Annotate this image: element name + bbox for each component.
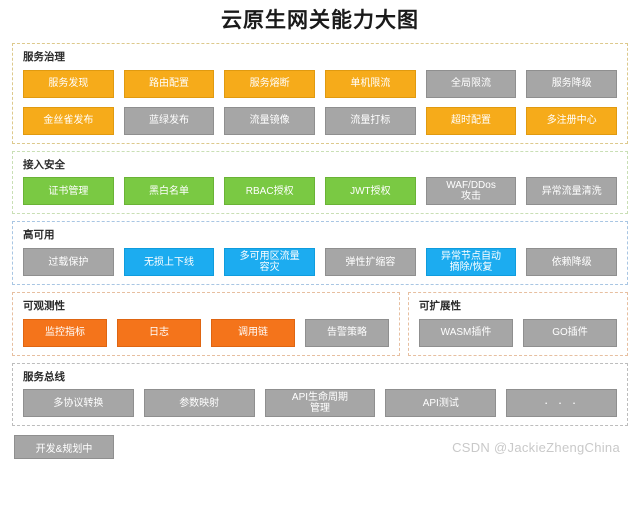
section-high-availability: 高可用过载保护无损上下线多可用区流量 容灾弹性扩缩容异常节点自动 摘除/恢复依赖… — [12, 221, 628, 286]
capability-chip[interactable]: WASM插件 — [419, 318, 513, 347]
capability-chip[interactable]: 依赖降级 — [526, 248, 618, 277]
capability-chip[interactable]: 蓝绿发布 — [123, 106, 215, 135]
section-service-bus: 服务总线多协议转换参数映射 API生命周期 管理 API测试 · · · — [12, 362, 628, 427]
capability-chip[interactable]: 多可用区流量 容灾 — [224, 248, 316, 277]
capability-chip[interactable]: GO插件 — [523, 318, 617, 347]
capability-chip[interactable]: 多协议转换 — [23, 389, 134, 418]
capability-chip[interactable]: 流量打标 — [325, 106, 416, 135]
capability-chip[interactable]: 路由配置 — [123, 69, 215, 98]
chip-row: 服务发现路由配置服务熔断单机限流全局限流服务降级 — [23, 69, 618, 98]
capability-chip[interactable]: 流量镜像 — [224, 106, 316, 135]
chip-row: 过载保护无损上下线多可用区流量 容灾弹性扩缩容异常节点自动 摘除/恢复依赖降级 — [23, 248, 618, 277]
capability-chip[interactable]: 证书管理 — [23, 177, 114, 206]
section-title-observability: 可观测性 — [23, 300, 65, 313]
section-extensibility: 可扩展性 WASM插件 GO插件 — [408, 292, 628, 356]
chip-row: 金丝雀发布蓝绿发布流量镜像流量打标超时配置多注册中心 — [23, 106, 618, 135]
section-title-service-governance: 服务治理 — [23, 51, 65, 64]
chip-row: 多协议转换参数映射 API生命周期 管理 API测试 · · · — [23, 389, 617, 418]
capability-chip[interactable]: 日志 — [117, 318, 201, 347]
watermark: CSDN @JackieZhengChina — [452, 439, 620, 455]
section-title-service-bus: 服务总线 — [23, 370, 65, 383]
split-row: 可观测性监控指标日志调用链告警策略 可扩展性 WASM插件 GO插件 — [12, 292, 628, 356]
section-service-governance: 服务治理服务发现路由配置服务熔断单机限流全局限流服务降级金丝雀发布蓝绿发布流量镜… — [12, 43, 628, 144]
section-access-security: 接入安全证书管理黑白名单 RBAC授权 JWT授权 WAF/DDos 攻击异常流量清洗 — [12, 150, 628, 215]
capability-chip[interactable]: RBAC授权 — [224, 177, 316, 206]
capability-chip[interactable]: 过载保护 — [23, 248, 114, 277]
capability-chip[interactable]: 异常节点自动 摘除/恢复 — [425, 248, 517, 277]
capability-chip[interactable]: · · · — [506, 389, 617, 418]
section-observability: 可观测性监控指标日志调用链告警策略 — [12, 292, 400, 356]
legend-planned-chip: 开发&规划中 — [14, 435, 114, 460]
capability-chip[interactable]: 服务降级 — [526, 69, 618, 98]
section-title-high-availability: 高可用 — [23, 229, 55, 242]
capability-chip[interactable]: WAF/DDos 攻击 — [425, 177, 517, 206]
chip-row: WASM插件 GO插件 — [419, 318, 617, 347]
capability-chip[interactable]: 调用链 — [211, 318, 295, 347]
capability-chip[interactable]: 无损上下线 — [123, 248, 215, 277]
chip-row: 证书管理黑白名单 RBAC授权 JWT授权 WAF/DDos 攻击异常流量清洗 — [23, 177, 618, 206]
section-title-extensibility: 可扩展性 — [419, 300, 461, 313]
section-title-access-security: 接入安全 — [23, 158, 65, 171]
capability-chip[interactable]: JWT授权 — [325, 177, 416, 206]
capability-chip[interactable]: 全局限流 — [425, 69, 517, 98]
capability-chip[interactable]: 超时配置 — [425, 106, 517, 135]
capability-chip[interactable]: 告警策略 — [305, 318, 389, 347]
capability-chip[interactable]: API测试 — [385, 389, 497, 418]
capability-chip[interactable]: 监控指标 — [23, 318, 107, 347]
capability-chip[interactable]: 异常流量清洗 — [526, 177, 618, 206]
chip-row: 监控指标日志调用链告警策略 — [23, 318, 389, 347]
capability-chip[interactable]: 多注册中心 — [526, 106, 618, 135]
footer: 开发&规划中 CSDN @JackieZhengChina — [12, 433, 628, 460]
capability-chip[interactable]: 单机限流 — [325, 69, 416, 98]
sections-stack: 服务治理服务发现路由配置服务熔断单机限流全局限流服务降级金丝雀发布蓝绿发布流量镜… — [12, 43, 628, 427]
capability-chip[interactable]: 弹性扩缩容 — [325, 248, 416, 277]
capability-chip[interactable]: 参数映射 — [143, 389, 255, 418]
page-title: 云原生网关能力大图 — [221, 9, 419, 32]
capability-chip[interactable]: API生命周期 管理 — [264, 389, 376, 418]
capability-chip[interactable]: 服务熔断 — [224, 69, 316, 98]
capability-chip[interactable]: 黑白名单 — [123, 177, 215, 206]
capability-chip[interactable]: 服务发现 — [23, 69, 114, 98]
capability-chip[interactable]: 金丝雀发布 — [23, 106, 114, 135]
